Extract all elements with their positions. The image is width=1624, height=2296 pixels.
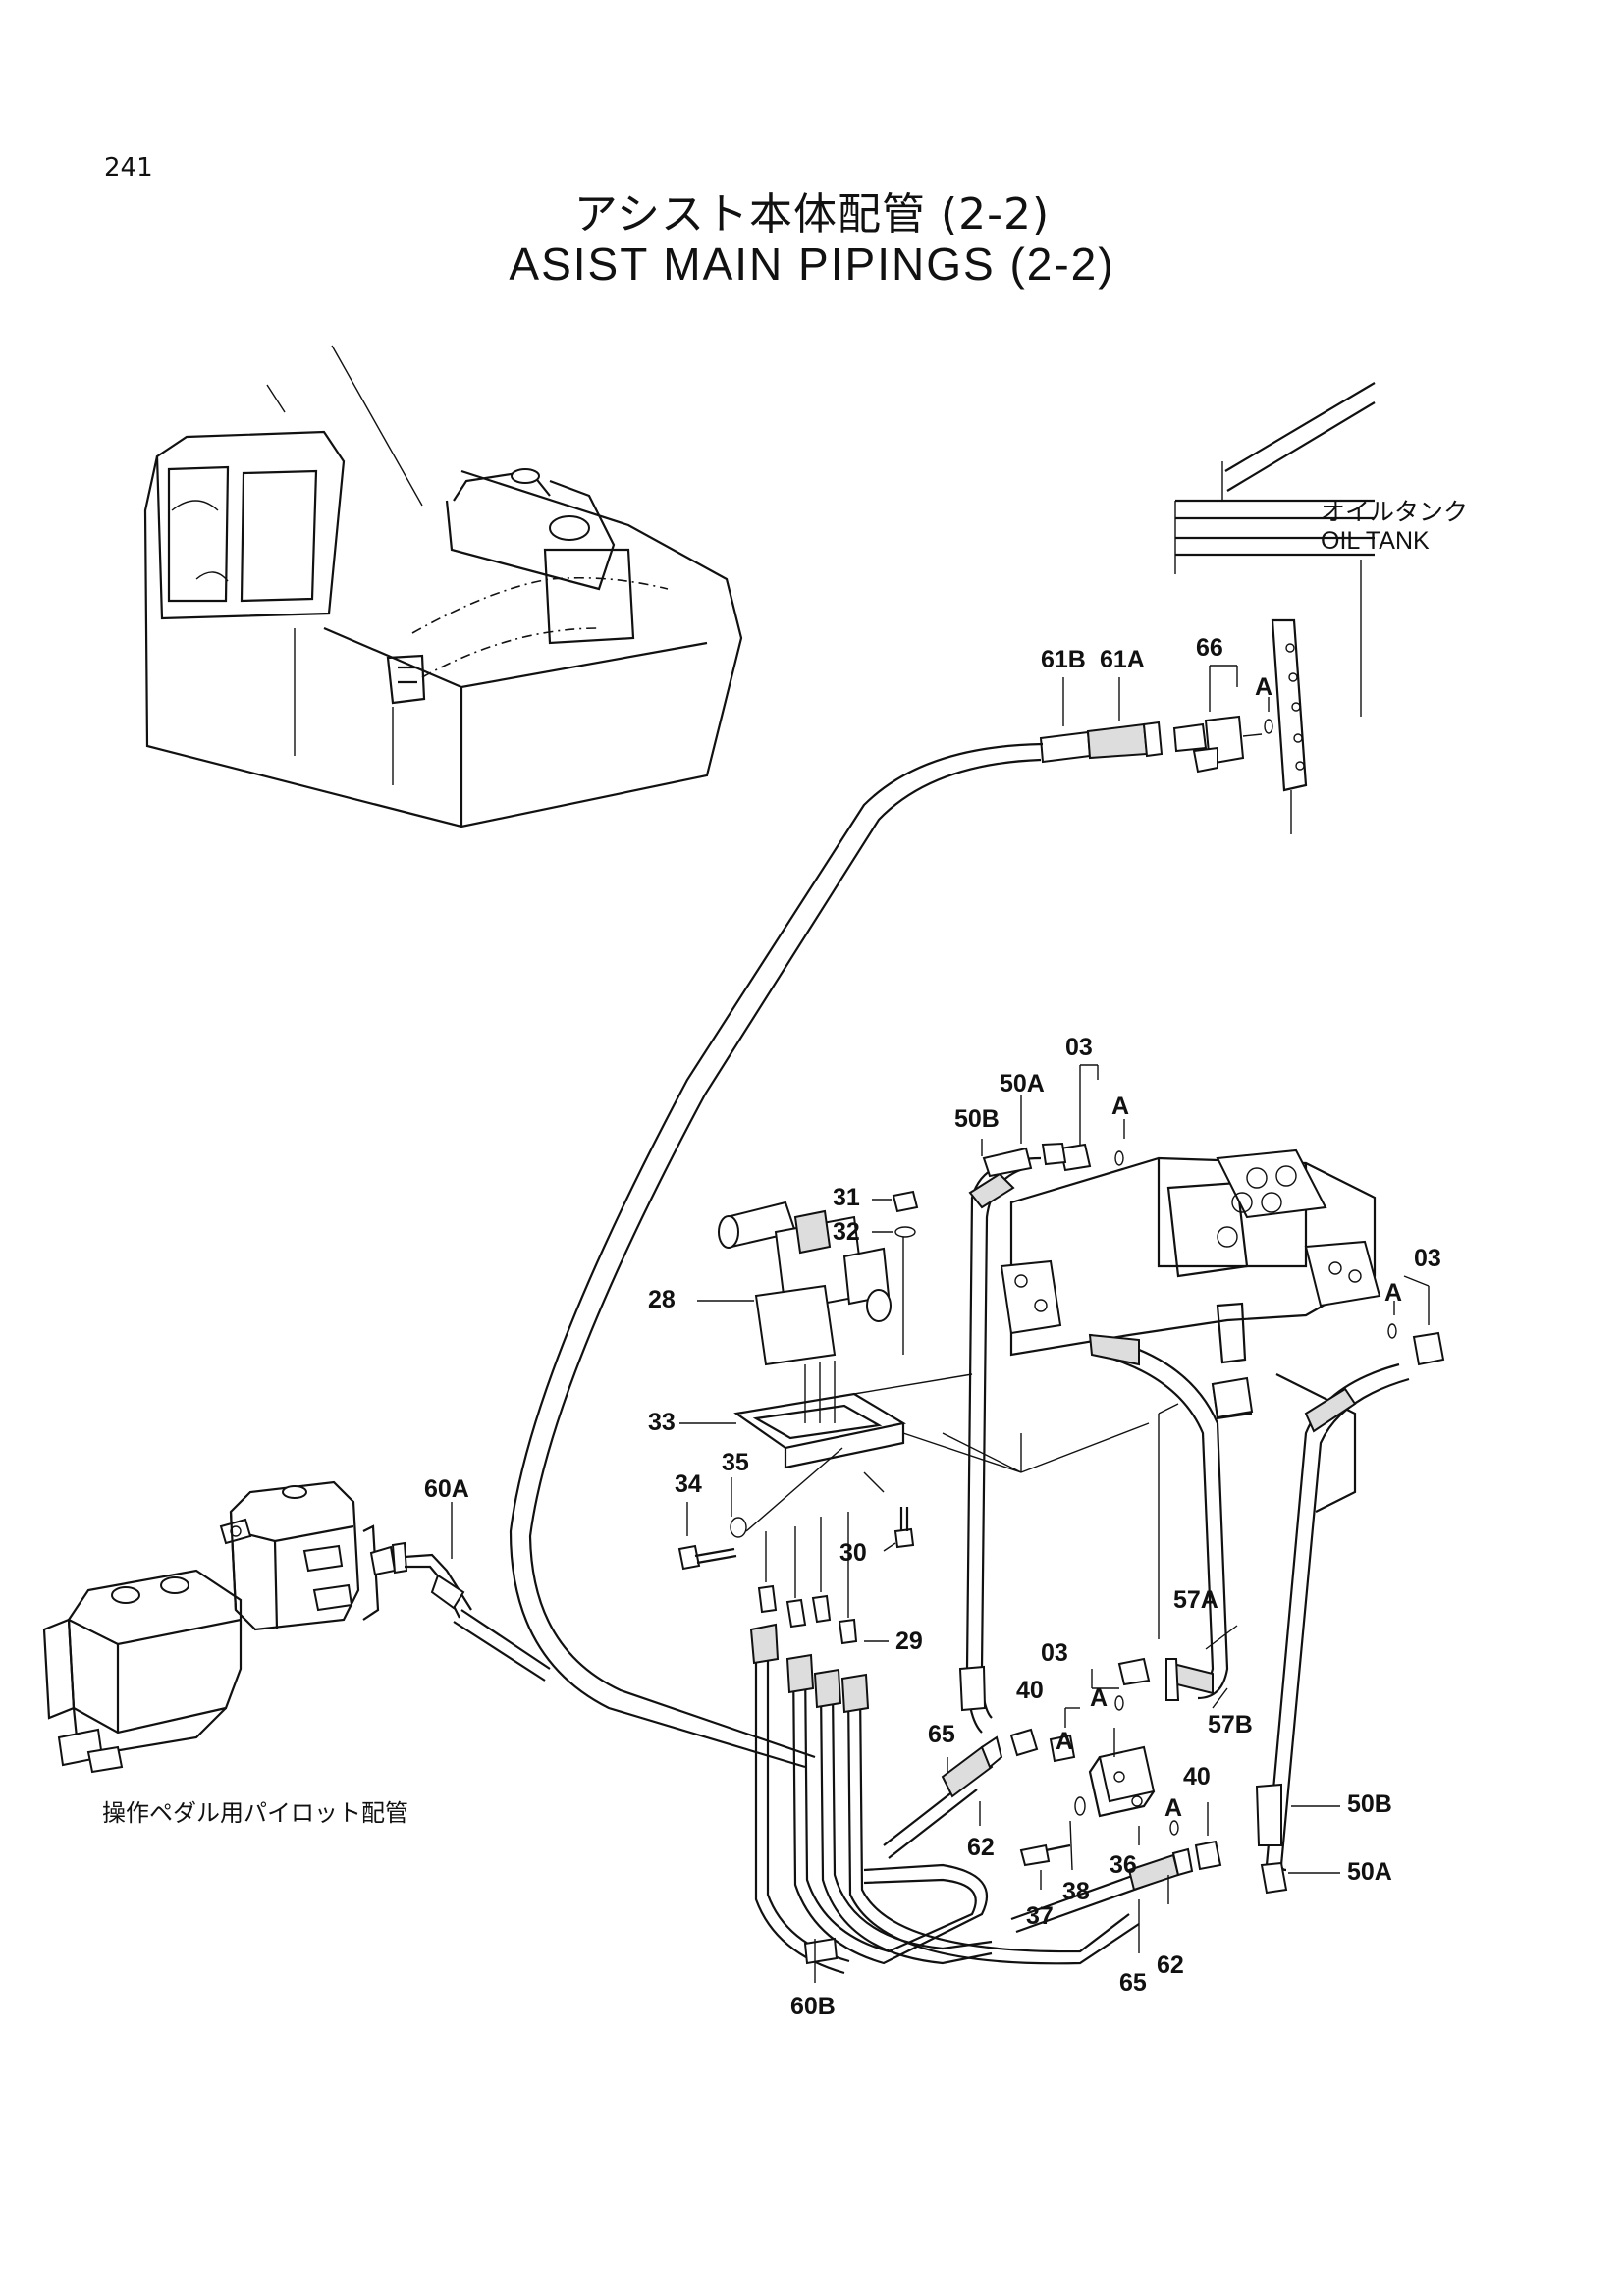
callout-a-mid: A <box>1090 1684 1109 1712</box>
page-title-japanese: アシスト本体配管 (2-2) <box>573 189 1051 240</box>
callout-35: 35 <box>722 1449 749 1476</box>
callout-60A: 60A <box>424 1475 469 1503</box>
pilot-piping-note: 操作ペダル用パイロット配管 <box>102 1800 408 1827</box>
callout-37: 37 <box>1026 1902 1054 1930</box>
tank-fittings <box>1039 715 1263 774</box>
callout-61A: 61A <box>1100 646 1145 673</box>
oil-tank-label-jp: オイルタンク <box>1321 499 1469 526</box>
callout-33: 33 <box>648 1409 676 1436</box>
callout-03-right: 03 <box>1414 1245 1441 1272</box>
solenoid-valve-icon <box>718 1201 904 1423</box>
callout-36: 36 <box>1110 1851 1137 1879</box>
pilot-fittings <box>757 1512 858 1645</box>
callout-32: 32 <box>833 1218 860 1246</box>
callout-40-right: 40 <box>1183 1763 1211 1790</box>
page-title-english: ASIST MAIN PIPINGS (2-2) <box>509 239 1115 290</box>
oil-tank-icon <box>1174 382 1376 834</box>
control-valve-icon <box>1000 1148 1381 1513</box>
callout-50B-right: 50B <box>1347 1790 1392 1818</box>
callout-a-low: A <box>1164 1794 1183 1822</box>
callout-60B: 60B <box>790 1993 836 2020</box>
callout-29: 29 <box>895 1628 923 1655</box>
oil-tank-label-en: OIL TANK <box>1321 527 1430 555</box>
pilot-hoses-60B <box>749 1623 1140 1975</box>
callout-31: 31 <box>833 1184 860 1211</box>
callout-57B: 57B <box>1208 1711 1253 1738</box>
callout-03-mid: 03 <box>1041 1639 1068 1667</box>
excavator-illustration-icon <box>143 345 743 828</box>
callout-28: 28 <box>648 1286 676 1313</box>
callout-61B: 61B <box>1041 646 1086 673</box>
callout-62-left: 62 <box>967 1834 995 1861</box>
callout-50B-top: 50B <box>954 1105 1000 1133</box>
page-number: 241 <box>104 153 153 183</box>
pilot-pedal-valve-icon <box>42 1480 551 1774</box>
callout-65-left: 65 <box>928 1721 955 1748</box>
callout-40-left: 40 <box>1016 1677 1044 1704</box>
callout-57A: 57A <box>1173 1586 1218 1614</box>
callout-a-top: A <box>1111 1093 1130 1120</box>
callout-a-right: A <box>1384 1279 1403 1307</box>
callout-65-bottom: 65 <box>1119 1969 1147 1997</box>
callout-34: 34 <box>675 1470 702 1498</box>
callout-50A-top: 50A <box>1000 1070 1045 1097</box>
callout-50A-right: 50A <box>1347 1858 1392 1886</box>
callout-66: 66 <box>1196 634 1223 662</box>
bracket-33 <box>733 1373 1022 1473</box>
callout-62-bottom: 62 <box>1157 1951 1184 1979</box>
callout-a-tank: A <box>1255 673 1273 701</box>
callout-a-mid2: A <box>1056 1728 1074 1755</box>
callout-38: 38 <box>1062 1878 1090 1905</box>
callout-03-top: 03 <box>1065 1034 1093 1061</box>
callout-30: 30 <box>839 1539 867 1567</box>
